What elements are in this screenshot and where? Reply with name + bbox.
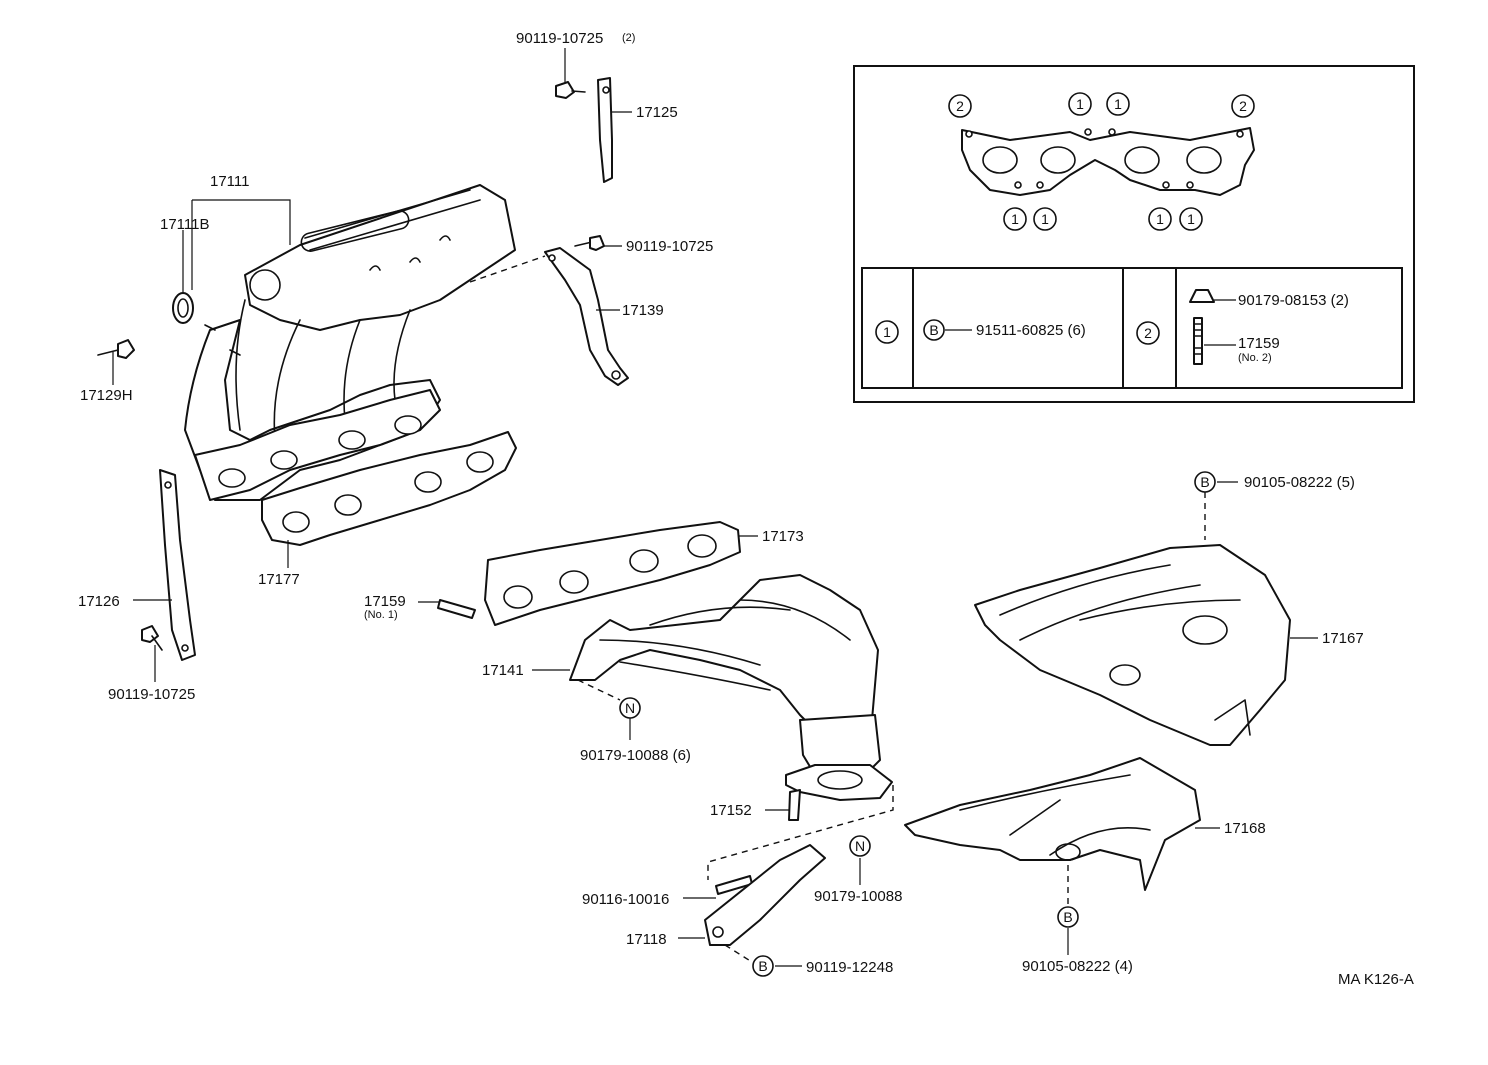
leader-lines	[112, 48, 1318, 967]
svg-text:1: 1	[1011, 211, 1019, 227]
label-17118: 17118	[626, 931, 667, 948]
marker-1-bottom-b: 1	[1033, 207, 1057, 231]
label-90105-08222-5: 90105-08222 (5)	[1244, 474, 1355, 491]
marker-b-lower: B	[1057, 906, 1079, 928]
legend-part-90179-08153: 90179-08153 (2)	[1238, 292, 1349, 309]
exhaust-manifold-17141	[569, 574, 893, 801]
sensor-17129h	[97, 339, 135, 359]
legend-marker-1: 1	[875, 320, 899, 344]
stay-17125	[597, 77, 613, 183]
gasket-17173	[484, 521, 741, 626]
svg-text:1: 1	[1156, 211, 1164, 227]
svg-text:N: N	[625, 700, 635, 716]
stay-17126	[159, 469, 196, 661]
label-17177: 17177	[258, 571, 300, 588]
label-17141: 17141	[482, 662, 524, 679]
legend-marker-2: 2	[1136, 321, 1160, 345]
svg-text:2: 2	[1144, 325, 1152, 341]
svg-text:1: 1	[1041, 211, 1049, 227]
label-90119-10725-mid: 90119-10725	[626, 238, 713, 255]
svg-text:1: 1	[1076, 96, 1084, 112]
stud-17159-no1	[437, 599, 476, 619]
marker-1-bottom-d: 1	[1179, 207, 1203, 231]
svg-text:N: N	[855, 838, 865, 854]
label-17173: 17173	[762, 528, 804, 545]
marker-1-bottom-c: 1	[1148, 207, 1172, 231]
stud-icon	[1193, 317, 1203, 365]
bolt-90119-10725-top	[555, 81, 586, 99]
marker-2-left: 2	[948, 94, 972, 118]
bolt-90119-10725-mid	[574, 235, 605, 251]
dash-17139	[469, 255, 546, 283]
marker-1-top-b: 1	[1106, 92, 1130, 116]
dash-stay	[707, 785, 894, 880]
marker-n-upper: N	[619, 697, 641, 719]
detail-box: 2 1 1 2 1 1 1 1	[853, 65, 1415, 403]
dash-17118	[724, 944, 753, 963]
label-17125: 17125	[636, 104, 678, 121]
gasket-17177	[261, 431, 517, 546]
marker-1-top-a: 1	[1068, 92, 1092, 116]
svg-text:B: B	[758, 958, 767, 974]
label-17111b: 17111B	[160, 216, 210, 233]
label-17168: 17168	[1224, 820, 1266, 837]
label-90119-10725-top: 90119-10725	[516, 30, 603, 47]
marker-b-upper: B	[1194, 471, 1216, 493]
label-17167: 17167	[1322, 630, 1364, 647]
stay-17118	[704, 844, 826, 946]
legend-part-91511-60825: 91511-60825 (6)	[976, 322, 1086, 339]
svg-text:2: 2	[956, 98, 964, 114]
label-17139: 17139	[622, 302, 664, 319]
gasket-detail	[961, 127, 1255, 196]
label-90119-12248: 90119-12248	[806, 959, 893, 976]
gasket-17111b	[172, 292, 194, 324]
label-90119-10725-lower: 90119-10725	[108, 686, 195, 703]
svg-text:B: B	[1200, 474, 1209, 490]
stud-17152	[788, 789, 801, 821]
bolt-90119-10725-lower	[141, 625, 163, 651]
label-90116-10016: 90116-10016	[582, 891, 669, 908]
marker-1-bottom-a: 1	[1003, 207, 1027, 231]
label-17159-sub: (No. 1)	[364, 609, 398, 621]
svg-text:B: B	[1063, 909, 1072, 925]
label-90119-10725-top-qty: (2)	[622, 32, 635, 44]
label-90179-10088-6: 90179-10088 (6)	[580, 747, 691, 764]
label-17126: 17126	[78, 593, 120, 610]
label-90105-08222-4: 90105-08222 (4)	[1022, 958, 1133, 975]
label-17111: 17111	[210, 173, 250, 190]
marker-2-right: 2	[1231, 94, 1255, 118]
heat-insulator-17167	[974, 544, 1291, 746]
svg-text:1: 1	[1114, 96, 1122, 112]
legend-part-17159-sub: (No. 2)	[1238, 352, 1272, 364]
svg-text:1: 1	[1187, 211, 1195, 227]
label-17159: 17159	[364, 593, 406, 610]
dash-17141	[577, 679, 621, 701]
diagram-code: MA K126-A	[1338, 971, 1414, 988]
label-17152: 17152	[710, 802, 752, 819]
svg-text:2: 2	[1239, 98, 1247, 114]
legend-marker-b: B	[923, 319, 945, 341]
heat-insulator-17168	[904, 757, 1201, 891]
marker-n-lower: N	[849, 835, 871, 857]
legend-table: 1 B 91511-60825 (6) 2 90179-08153 (2) 17…	[861, 267, 1403, 389]
svg-text:1: 1	[883, 324, 891, 340]
label-17129h: 17129H	[80, 387, 133, 404]
svg-text:B: B	[929, 322, 938, 338]
nut-icon	[1189, 289, 1215, 303]
legend-part-17159: 17159	[1238, 335, 1280, 352]
stay-17139	[544, 247, 629, 386]
label-90179-10088: 90179-10088	[814, 888, 902, 905]
manifold-17111	[184, 184, 516, 501]
marker-b-stay: B	[752, 955, 774, 977]
